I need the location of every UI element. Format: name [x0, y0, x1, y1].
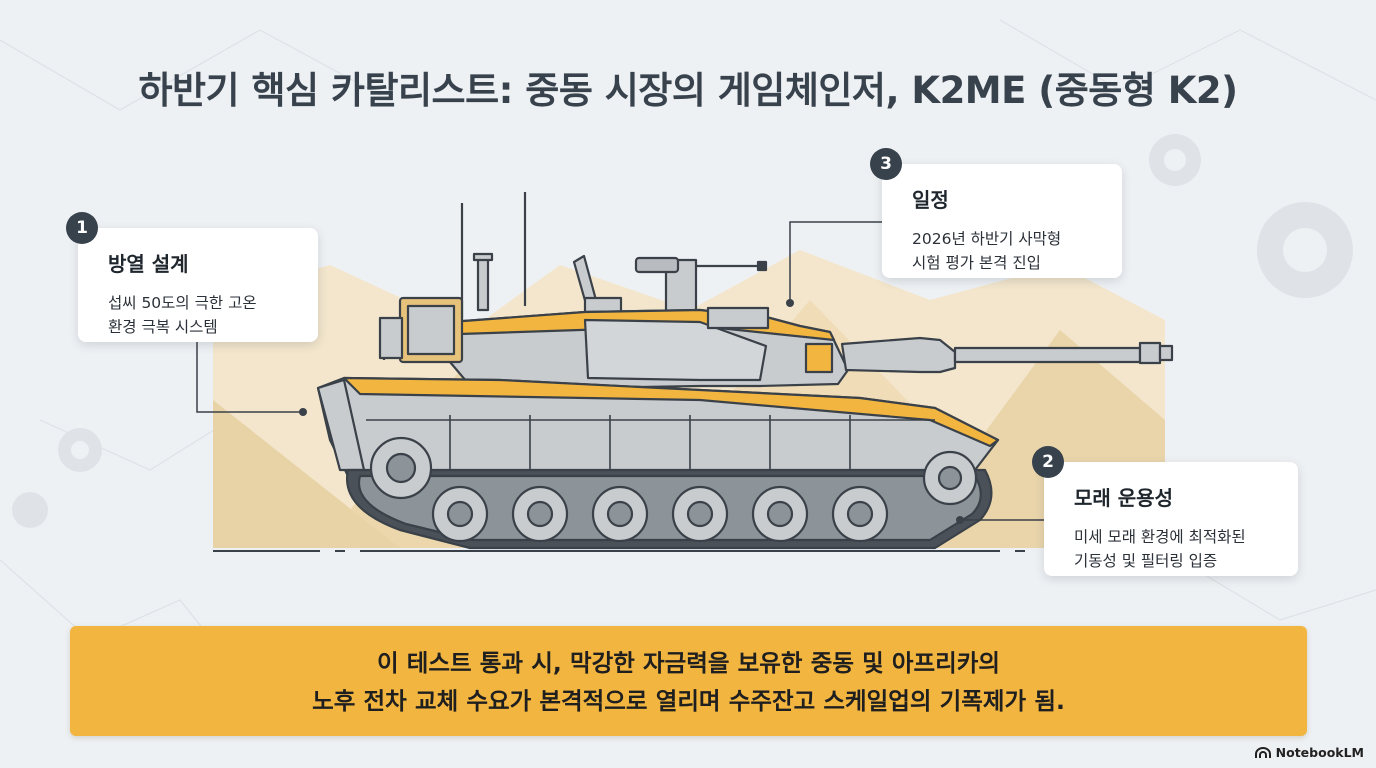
banner-text: 이 테스트 통과 시, 막강한 자금력을 보유한 중동 및 아프리카의: [376, 649, 1001, 677]
callout-text: 미세 모래 환경에 최적화된: [1074, 528, 1246, 546]
callout-text: 기동성 및 필터링 입증: [1074, 552, 1218, 570]
callout-number-badge: 3: [870, 148, 902, 180]
callout-text: 시험 평가 본격 진입: [912, 254, 1041, 272]
callout-text: 환경 극복 시스템: [108, 318, 218, 336]
summary-banner: 이 테스트 통과 시, 막강한 자금력을 보유한 중동 및 아프리카의 노후 전…: [70, 626, 1307, 736]
callout-heading: 일정: [912, 188, 949, 212]
page-title: 하반기 핵심 카탈리스트: 중동 시장의 게임체인저, K2ME (중동형 K2…: [138, 69, 1238, 112]
callout-number-badge: 2: [1032, 446, 1064, 478]
callout-heat-design: 방열 설계 섭씨 50도의 극한 고온 환경 극복 시스템: [78, 228, 318, 342]
callout-text: 섭씨 50도의 극한 고온: [108, 294, 257, 312]
brand-watermark: NotebookLM: [1254, 745, 1364, 760]
callout-heading: 모래 운용성: [1074, 486, 1173, 510]
callout-schedule: 일정 2026년 하반기 사막형 시험 평가 본격 진입: [882, 164, 1122, 278]
callout-number-badge: 1: [66, 212, 98, 244]
tank: [316, 192, 1174, 550]
banner-text: 노후 전차 교체 수요가 본격적으로 열리며 수주잔고 스케일업의 기폭제가 됨…: [312, 687, 1065, 715]
callout-text: 2026년 하반기 사막형: [912, 230, 1062, 248]
callout-leader-lines: [196, 221, 1044, 521]
callout-heading: 방열 설계: [108, 252, 189, 276]
brand-name: NotebookLM: [1275, 745, 1364, 760]
callout-sand-operability: 모래 운용성 미세 모래 환경에 최적화된 기동성 및 필터링 입증: [1044, 462, 1298, 576]
notebooklm-logo-icon: [1254, 746, 1271, 758]
